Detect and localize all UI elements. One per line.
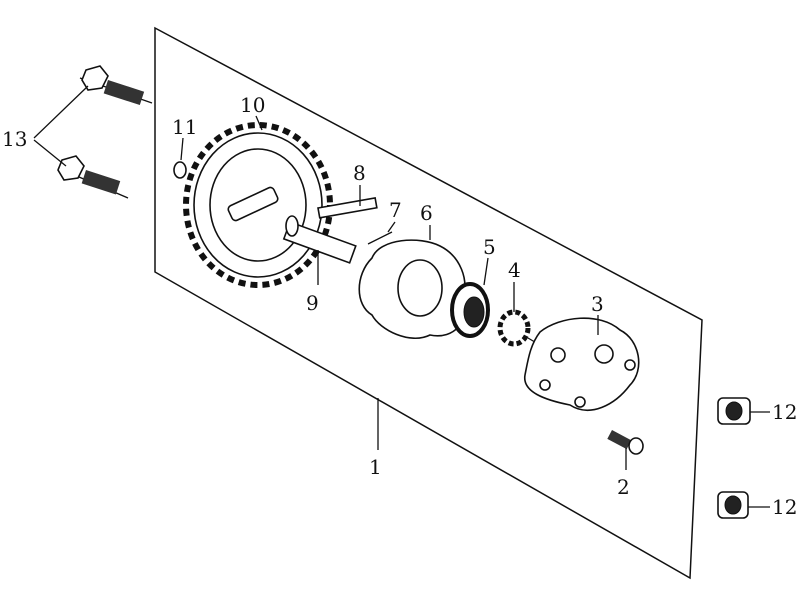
screw-2 xyxy=(607,430,644,455)
pump-cover-3 xyxy=(524,317,640,411)
shaft-9 xyxy=(282,215,357,264)
label-5: 5 xyxy=(483,235,496,259)
bolt-13-upper xyxy=(79,65,153,106)
label-12-lower: 12 xyxy=(772,495,797,519)
label-2: 2 xyxy=(617,475,630,499)
label-6: 6 xyxy=(420,201,433,225)
label-13: 13 xyxy=(2,127,27,151)
label-8: 8 xyxy=(353,161,366,185)
pin-8 xyxy=(317,197,378,219)
label-4: 4 xyxy=(508,258,521,282)
label-10: 10 xyxy=(240,93,265,117)
label-11: 11 xyxy=(172,115,197,139)
gear-10 xyxy=(183,122,333,288)
label-1: 1 xyxy=(369,455,382,479)
label-3: 3 xyxy=(591,292,604,316)
label-7: 7 xyxy=(389,198,402,222)
label-9: 9 xyxy=(306,291,319,315)
inner-rotor-4 xyxy=(497,309,531,347)
nut-12-upper xyxy=(717,397,751,425)
nut-12-lower xyxy=(717,491,749,519)
bolt-13-lower xyxy=(57,155,129,199)
label-12-upper: 12 xyxy=(772,400,797,424)
pin-11 xyxy=(173,161,187,179)
